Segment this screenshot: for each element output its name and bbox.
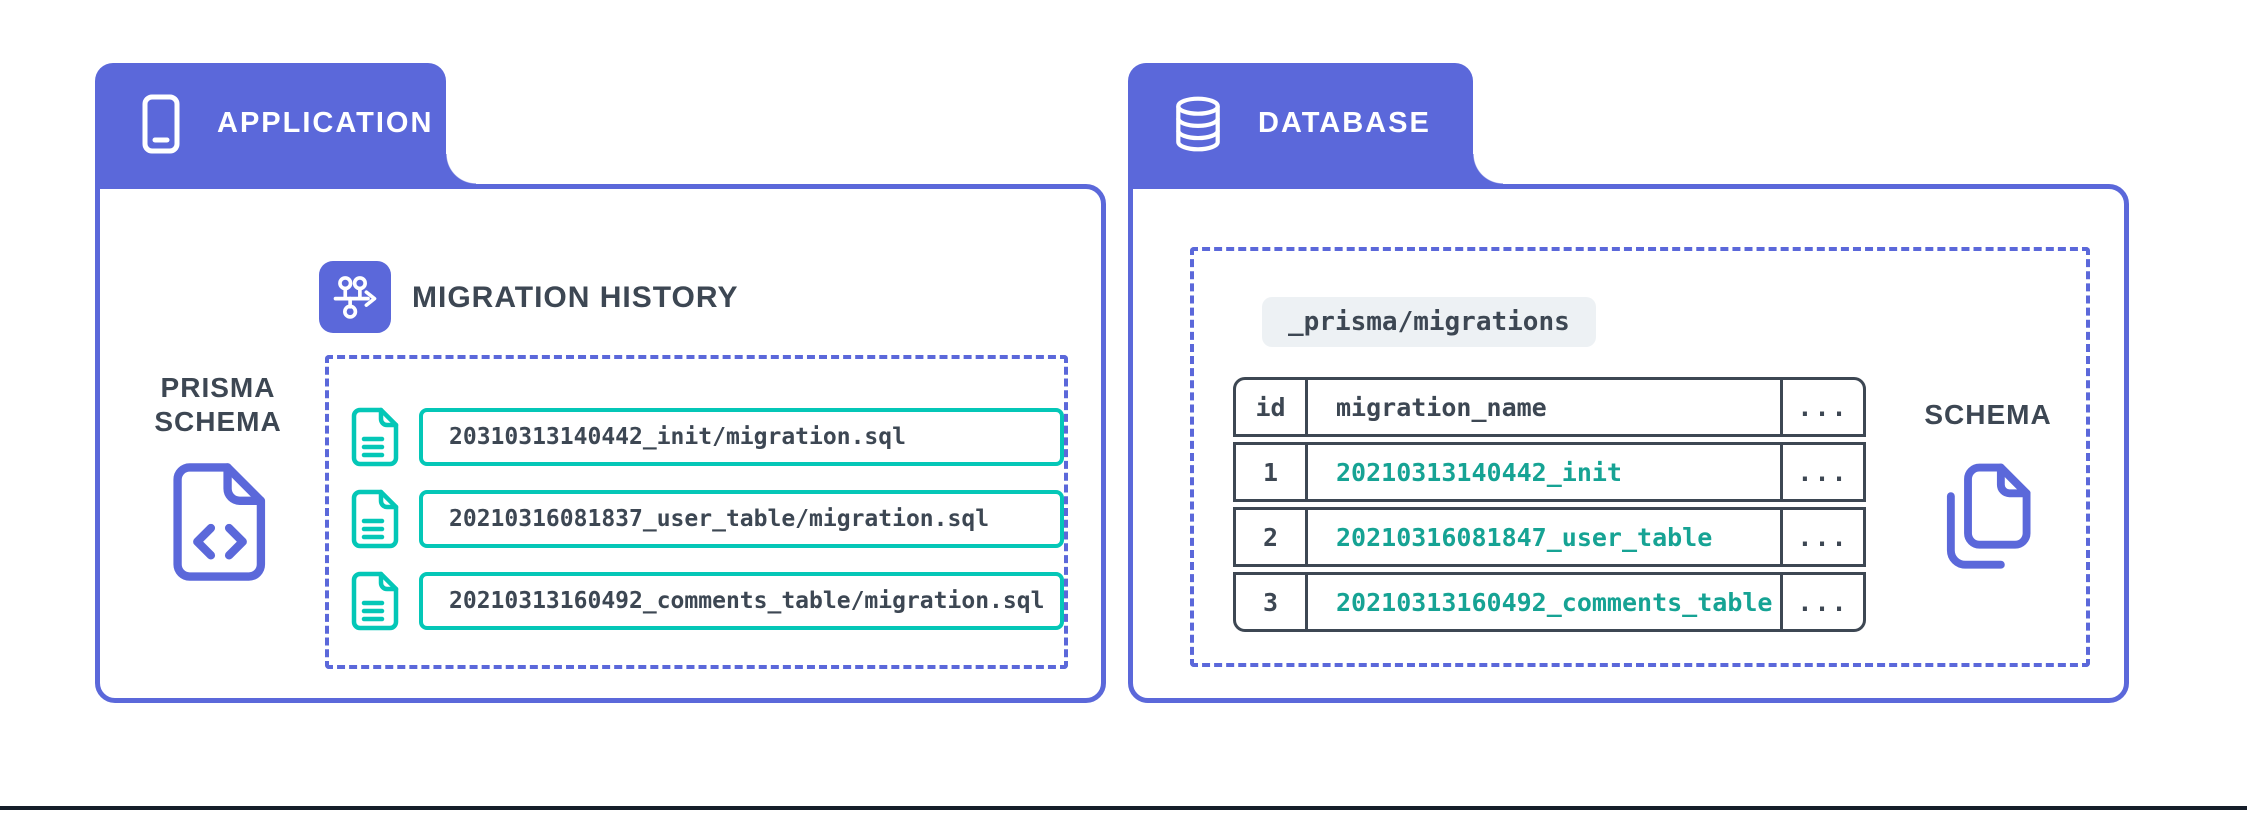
table-header-row: id migration_name ... [1233, 377, 1869, 437]
code-file-icon [173, 463, 266, 581]
application-folder: APPLICATION MIGRATION HI [95, 63, 1106, 703]
table-row: 2 20210316081847_user_table ... [1233, 507, 1869, 567]
bottom-divider-line [0, 806, 2247, 810]
migrations-table: id migration_name ... 1 20210313140442_i… [1233, 377, 1869, 632]
application-tab-label: APPLICATION [217, 107, 434, 139]
header-cell-dots: ... [1780, 377, 1866, 437]
database-tab-label: DATABASE [1258, 107, 1431, 139]
migration-file-pill: 20210316081837_user_table/migration.sql [419, 490, 1064, 548]
cell-dots: ... [1780, 572, 1866, 632]
database-folder: DATABASE _prisma/migrations id migration… [1128, 63, 2129, 703]
prisma-schema-label: PRISMA SCHEMA [118, 371, 318, 438]
cell-id: 3 [1233, 572, 1308, 632]
cell-migration-name: 20210316081847_user_table [1305, 507, 1783, 567]
database-folder-tab: DATABASE [1128, 63, 1503, 184]
table-row: 1 20210313140442_init ... [1233, 442, 1869, 502]
header-cell-name: migration_name [1305, 377, 1783, 437]
prisma-schema-label-line1: PRISMA [160, 372, 276, 403]
cell-dots: ... [1780, 507, 1866, 567]
migration-history-git-icon [333, 276, 377, 319]
mobile-phone-icon [142, 94, 180, 153]
document-lines-icon [351, 571, 399, 631]
cell-migration-name: 20210313160492_comments_table [1305, 572, 1783, 632]
migration-file-row: 20210313160492_comments_table/migration.… [351, 571, 1064, 631]
application-folder-tab: APPLICATION [95, 63, 476, 184]
database-dashed-box: _prisma/migrations id migration_name ...… [1190, 247, 2090, 667]
prisma-schema-label-line2: SCHEMA [154, 405, 282, 437]
document-lines-icon [351, 489, 399, 549]
database-panel: _prisma/migrations id migration_name ...… [1128, 184, 2129, 703]
migration-history-dashed-box: 20310313140442_init/migration.sql 202103… [325, 355, 1068, 669]
copy-files-icon [1946, 463, 2031, 569]
migration-file-pill: 20210313160492_comments_table/migration.… [419, 572, 1064, 630]
prisma-migrations-folder-chip: _prisma/migrations [1262, 297, 1596, 347]
cell-id: 1 [1233, 442, 1308, 502]
cell-id: 2 [1233, 507, 1308, 567]
table-row: 3 20210313160492_comments_table ... [1233, 572, 1869, 632]
application-panel: MIGRATION HISTORY PRISMA SCHEMA [95, 184, 1106, 703]
migration-file-row: 20310313140442_init/migration.sql [351, 407, 1064, 467]
migration-history-heading: MIGRATION HISTORY [412, 281, 739, 314]
schema-label: SCHEMA [1924, 399, 2052, 430]
cell-migration-name: 20210313140442_init [1305, 442, 1783, 502]
migration-file-pill: 20310313140442_init/migration.sql [419, 408, 1064, 466]
header-cell-id: id [1233, 377, 1308, 437]
migration-file-row: 20210316081837_user_table/migration.sql [351, 489, 1064, 549]
document-lines-icon [351, 407, 399, 467]
migration-history-icon-box [319, 261, 391, 333]
cell-dots: ... [1780, 442, 1866, 502]
database-cylinder-icon [1176, 96, 1220, 151]
